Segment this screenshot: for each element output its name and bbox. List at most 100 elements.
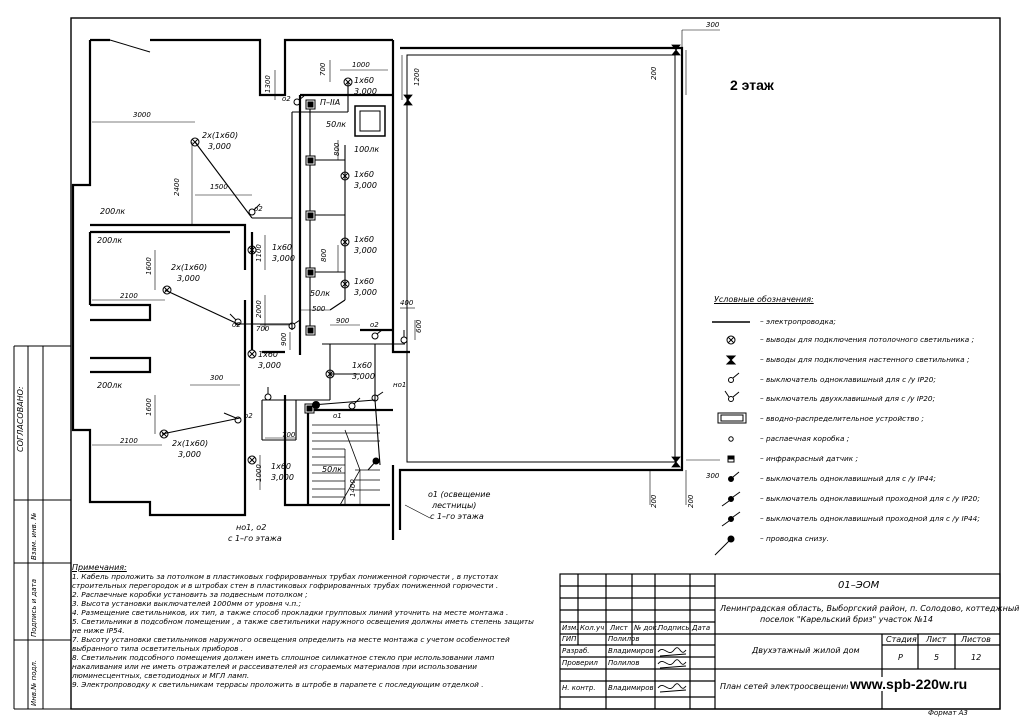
col-header: Дата	[692, 624, 711, 632]
role-name: Полилов	[608, 635, 640, 643]
fixture-height: 3,000	[354, 181, 377, 190]
dim-label: 2100	[120, 292, 138, 300]
note-line: 3. Высота установки выключателей 1000мм …	[72, 599, 301, 608]
stamp-agreed: СОГЛАСОВАНО:	[16, 386, 25, 452]
fixture-label: 1х60	[272, 243, 293, 252]
dim-label: 800	[333, 142, 341, 156]
dim-label: 200	[687, 494, 695, 508]
dim-label: 300	[706, 472, 720, 480]
location-line: Ленинградская область, Выборгский район,…	[720, 604, 1020, 613]
legend-item: – выключатель двухклавишный для с /у IP2…	[760, 394, 936, 403]
col-header: Подпись	[658, 624, 690, 632]
legend-item: – электропроводка;	[760, 317, 836, 326]
fixture-height: 3,000	[354, 87, 377, 96]
o1-note: с 1–го этажа	[430, 512, 484, 521]
role-label: Разраб.	[562, 647, 590, 655]
dim-label: 200	[650, 494, 658, 508]
fixture-label: 1х60	[354, 76, 375, 85]
col-header: Лист	[610, 624, 628, 632]
fixture-height: 3,000	[352, 372, 375, 381]
fixture-label: 1х60	[354, 170, 375, 179]
note-line: 5. Светильники в подсобном помещении , а…	[72, 617, 534, 626]
website-watermark[interactable]: www.spb-220w.ru	[848, 676, 970, 692]
fixture-label: 1х60	[354, 235, 375, 244]
fixture-height: 3,000	[354, 246, 377, 255]
dim-label: 2000	[255, 300, 263, 318]
doc-code: 01–ЭОМ	[838, 580, 880, 591]
col-header: Кол.уч	[580, 624, 605, 632]
mark-o2: о2	[232, 321, 241, 329]
role-name: Владимиров	[608, 647, 654, 655]
dim-label: 1200	[413, 68, 421, 86]
note-line: люминесцентных, светодиодных и МГЛ ламп.	[72, 671, 250, 680]
legend-item: – выключатель одноклавишный для с /у IP4…	[760, 474, 936, 483]
col-header: № док.	[634, 624, 660, 632]
dim-label: 2400	[173, 178, 181, 196]
fixture-label: 2х(1х60)	[172, 439, 209, 448]
dim-label: 900	[280, 332, 288, 346]
fixture-height: 3,000	[177, 274, 200, 283]
wiring-from-below	[367, 457, 380, 471]
legend-item: – вводно-распределительное устройство ;	[760, 414, 924, 423]
legend-item: – выключатель одноклавишный проходной дл…	[760, 494, 980, 503]
dimensions	[92, 29, 720, 519]
side-col-sign: Подпись и дата	[30, 579, 38, 637]
fixture-label: 2х(1х60)	[202, 131, 239, 140]
switchboard-label: П–IIА	[320, 98, 341, 107]
junction-boxes	[304, 99, 320, 414]
note-line: не ниже IP54.	[72, 626, 125, 635]
format-label: Формат А3	[928, 709, 968, 717]
legend-item: – выводы для подключения потолочного све…	[760, 335, 975, 344]
note-line: накаливания или не иметь отражателей и р…	[72, 662, 477, 671]
mark-o2: о2	[282, 95, 291, 103]
legend-item: – проводка снизу.	[760, 534, 829, 543]
stage-value: Р	[898, 653, 903, 662]
dim-label: 900	[336, 317, 350, 325]
object-name: Двухэтажный жилой дом	[752, 646, 860, 655]
left-stamp	[13, 345, 71, 710]
dim-label: 300	[210, 374, 224, 382]
note-line: 1. Кабель проложить за потолком в пласти…	[72, 572, 499, 581]
fixture-height: 3,000	[208, 142, 231, 151]
room-lux: 100лк	[354, 145, 380, 154]
notes-title: Примечания:	[72, 563, 127, 572]
signatures	[657, 647, 687, 693]
note-line: строительных перегородок и в штробах сте…	[72, 581, 499, 590]
mark-no1-o2: но1, о2	[236, 523, 267, 532]
dim-label: 500	[312, 305, 326, 313]
room-lux: 200лк	[97, 236, 123, 245]
legend-title: Условные обозначения:	[714, 295, 814, 304]
dim-label: 700	[256, 325, 270, 333]
fixture-height: 3,000	[354, 288, 377, 297]
dim-label: 700	[282, 431, 296, 439]
floor-label: 2 этаж	[730, 77, 774, 93]
switch-markers	[223, 95, 408, 424]
ceiling-fixture-markers	[159, 77, 353, 465]
dim-label: 2100	[120, 437, 138, 445]
role-label: ГИП	[562, 635, 577, 643]
legend-item: – выключатель одноклавишный для с /у IP2…	[760, 375, 936, 384]
mark-no1: но1	[393, 381, 407, 389]
drawing-title: План сетей электроосвещения 2	[720, 682, 859, 691]
fixture-label: 2х(1х60)	[171, 263, 208, 272]
dim-label: 1500	[210, 183, 228, 191]
role-label: Проверил	[562, 659, 598, 667]
wall-fixture-markers	[403, 44, 681, 468]
room-lux: 50лк	[310, 289, 331, 298]
room-lux: 200лк	[97, 381, 123, 390]
note-line: 8. Светильник подсобного помещения долже…	[72, 653, 495, 662]
dim-label: 200	[650, 66, 658, 80]
location-line: поселок "Карельский бриз" участок №14	[760, 615, 933, 624]
room-lux: 200лк	[100, 207, 126, 216]
fixture-height: 3,000	[178, 450, 201, 459]
outer-frame	[70, 17, 1001, 710]
dim-label: 400	[400, 299, 414, 307]
room-lux: 50лк	[326, 120, 347, 129]
dim-label: 1000	[352, 61, 370, 69]
o1-note: лестницы)	[432, 501, 477, 510]
sheet-value: 5	[934, 653, 940, 662]
legend-item: – выключатель одноклавишный проходной дл…	[760, 514, 980, 523]
col-header: Изм.	[562, 624, 579, 632]
mark-o2: о2	[254, 205, 263, 213]
